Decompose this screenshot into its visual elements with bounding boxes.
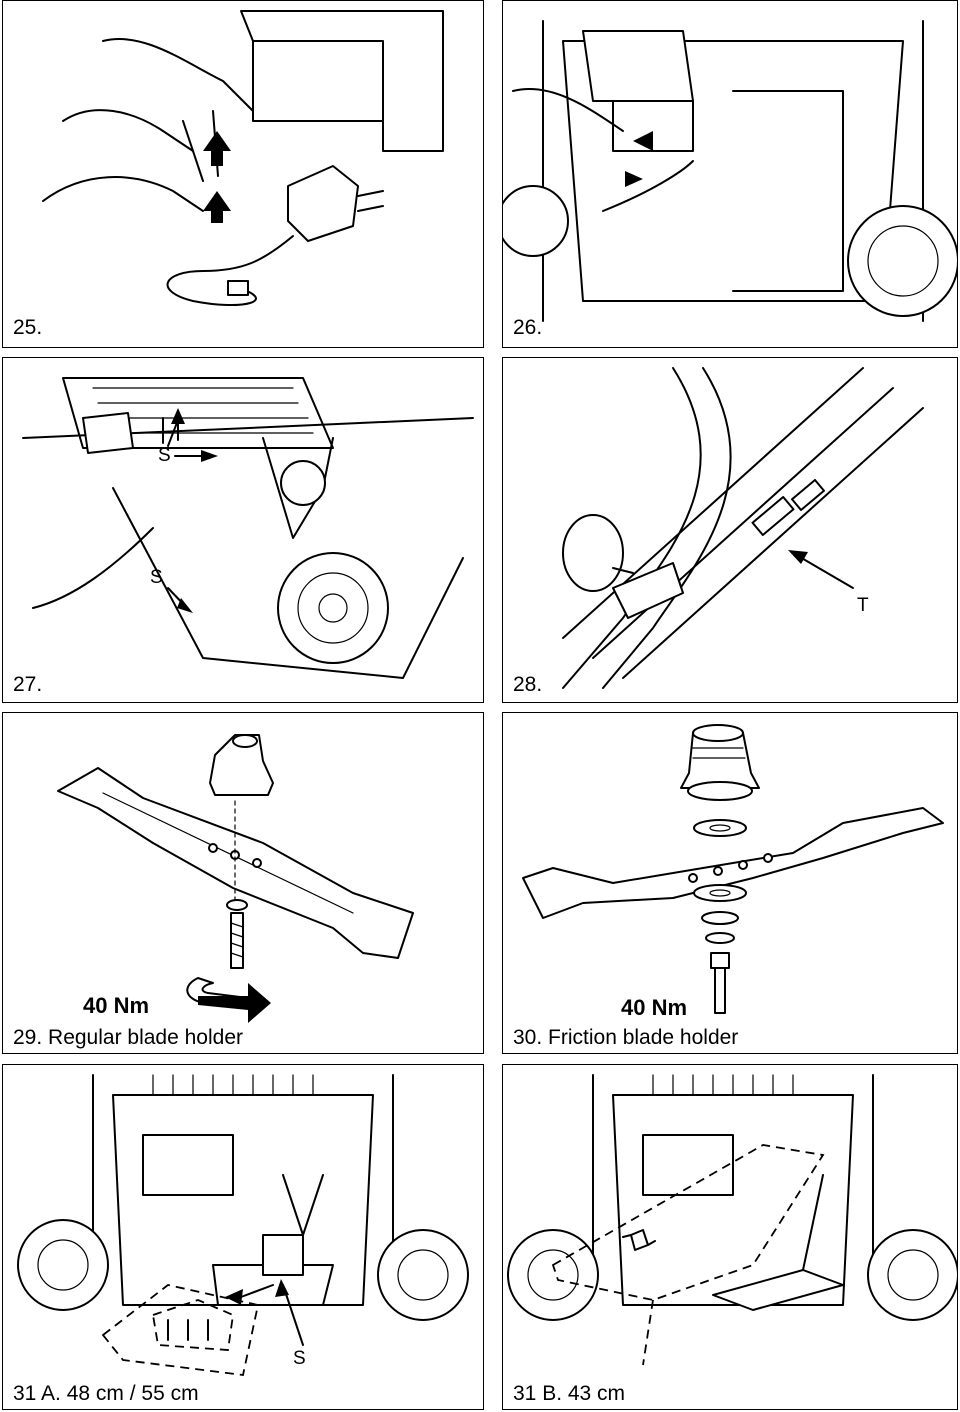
- figure-31a-label-s: S: [293, 1348, 306, 1369]
- figure-25: 25.: [2, 0, 484, 348]
- figure-29: 40 Nm 29. Regular blade holder: [2, 712, 484, 1054]
- figure-27-caption: 27.: [13, 673, 43, 696]
- battery-connector-illustration: [503, 20, 957, 322]
- figure-25-caption: 25.: [13, 316, 43, 339]
- figure-28-caption: 28.: [513, 673, 543, 696]
- figure-31b-caption: 31 B. 43 cm: [513, 1382, 626, 1405]
- figure-26: 26.: [502, 0, 958, 348]
- handle-screw-illustration: [22, 377, 474, 679]
- figure-26-caption: 26.: [513, 316, 543, 339]
- friction-blade-illustration: [522, 724, 944, 1014]
- figure-30-torque: 40 Nm: [621, 995, 688, 1020]
- figure-27: S S 27.: [2, 357, 484, 703]
- charger-connection-illustration: [42, 10, 444, 306]
- mulching-plug-illustration: [17, 1074, 469, 1376]
- figure-27-label-s-bottom: S: [150, 567, 163, 588]
- figure-30: 40 Nm 30. Friction blade holder: [502, 712, 958, 1054]
- figure-29-torque: 40 Nm: [83, 993, 150, 1018]
- regular-blade-illustration: [57, 734, 414, 1023]
- figure-28-label-t: T: [857, 595, 869, 616]
- figure-31a-caption: 31 A. 48 cm / 55 cm: [13, 1382, 199, 1405]
- figure-30-caption: 30. Friction blade holder: [513, 1026, 739, 1049]
- handle-knob-illustration: [562, 367, 924, 689]
- figure-31b: 31 B. 43 cm: [502, 1064, 958, 1410]
- figure-29-caption: 29. Regular blade holder: [13, 1026, 243, 1049]
- figure-31a: S 31 A. 48 cm / 55 cm: [2, 1064, 484, 1410]
- side-discharge-plate-illustration: [507, 1074, 957, 1366]
- figure-27-label-s-top: S: [158, 445, 171, 466]
- figure-28: T 28.: [502, 357, 958, 703]
